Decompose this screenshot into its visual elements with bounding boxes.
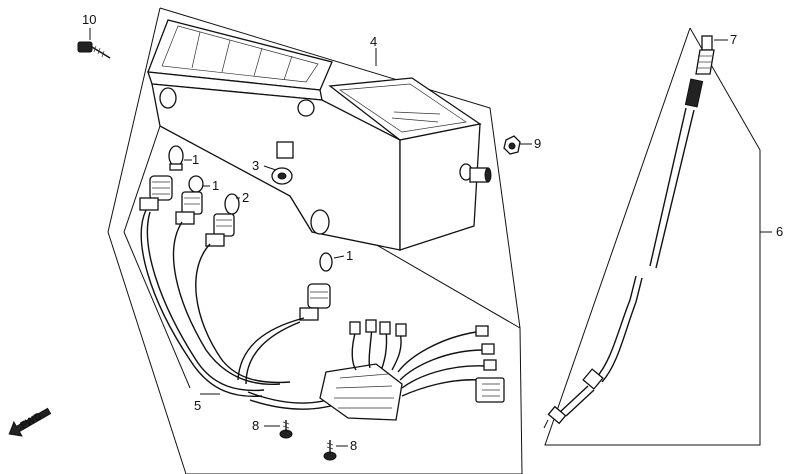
callout-5: 5 [194,398,201,413]
callout-4: 4 [370,34,377,49]
callout-1c: 1 [346,248,353,263]
screw-8-upper [279,420,293,439]
bulb-2 [205,193,240,247]
fwd-arrow: FWD [8,407,52,437]
socket-1a [139,175,173,211]
callout-9: 9 [534,136,541,151]
screw-10 [77,41,111,59]
speedometer-cable [543,35,715,429]
bulb-1a [168,145,184,171]
fwd-label: FWD [19,411,44,432]
cable-group-outline [544,27,761,446]
trip-knob [459,163,492,183]
callout-10: 10 [82,12,96,27]
harness-outline-left [123,125,161,233]
callout-2: 2 [242,190,249,205]
socket-1b [175,175,204,225]
callout-1a: 1 [192,152,199,167]
meter-group-outline [107,7,523,474]
callout-7: 7 [730,32,737,47]
callout-8b: 8 [350,438,357,453]
nut-9 [503,135,521,155]
callout-1b: 1 [212,178,219,193]
bulb-1c [299,252,333,321]
leader-3 [263,165,277,171]
callout-8a: 8 [252,418,259,433]
meter-housing [147,19,492,251]
callout-3: 3 [252,158,259,173]
wire-harness [140,209,505,421]
screw-8-lower [323,440,337,461]
grommet [271,141,294,185]
callout-6: 6 [776,224,783,239]
harness-outline-bottom-left [123,231,191,389]
leader-1c [333,255,345,259]
